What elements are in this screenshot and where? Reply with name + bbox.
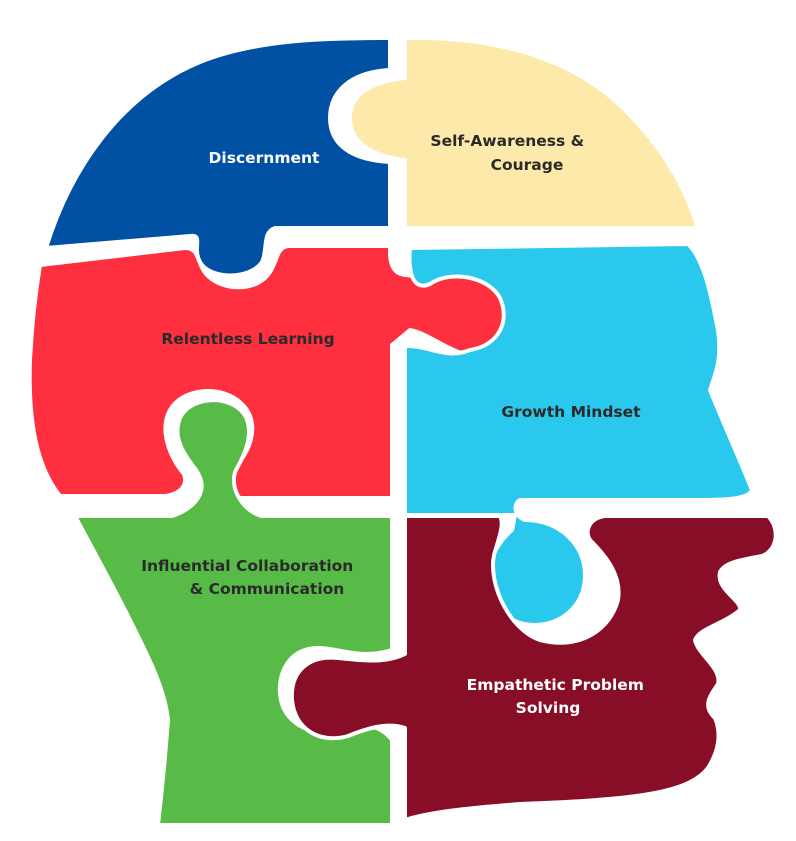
label-self-awareness: Self-Awareness & Courage bbox=[430, 132, 589, 174]
piece-discernment bbox=[44, 36, 392, 278]
piece-growth-mindset bbox=[403, 242, 754, 627]
piece-influential-collaboration bbox=[73, 398, 394, 827]
label-relentless-learning: Relentless Learning bbox=[161, 330, 334, 348]
piece-relentless-learning bbox=[27, 244, 524, 500]
label-discernment: Discernment bbox=[209, 149, 320, 167]
label-influential-collaboration: Influential Collaboration & Communicatio… bbox=[141, 557, 359, 598]
piece-self-awareness bbox=[348, 35, 700, 230]
label-growth-mindset: Growth Mindset bbox=[501, 403, 641, 421]
piece-empathetic-problem-solving bbox=[289, 514, 778, 822]
label-empathetic-problem-solving: Empathetic Problem Solving bbox=[467, 676, 650, 717]
